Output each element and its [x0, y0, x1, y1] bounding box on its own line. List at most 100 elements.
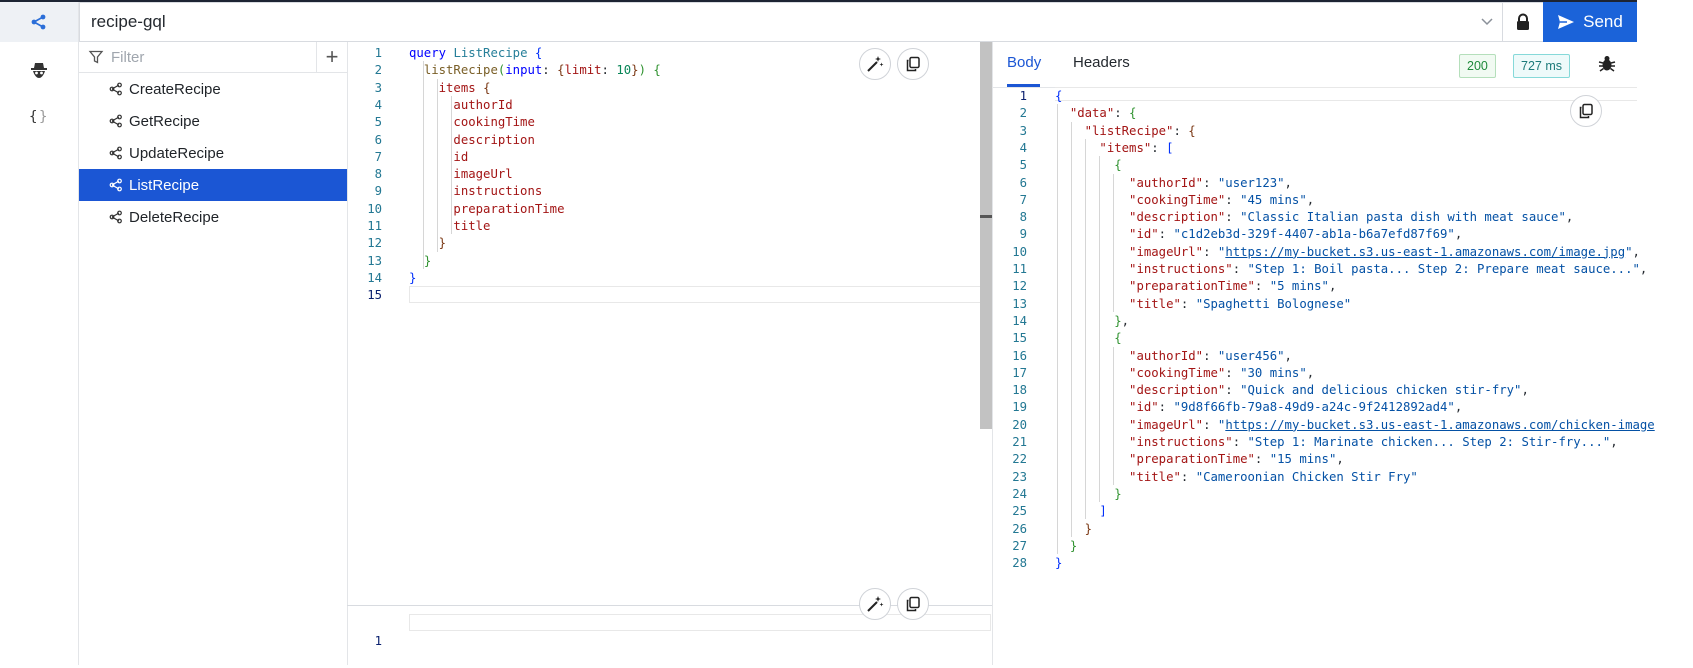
- line-number: 12: [367, 236, 382, 251]
- response-line[interactable]: 16 "authorId": "user456",: [993, 347, 1693, 365]
- response-line[interactable]: 3 "listRecipe": {: [993, 122, 1693, 140]
- operation-icon: [109, 210, 122, 224]
- code-line[interactable]: 7 id: [347, 148, 987, 166]
- code-line[interactable]: 11 title: [347, 217, 987, 235]
- response-line[interactable]: 28}: [993, 554, 1693, 572]
- magic-wand-icon: [867, 596, 884, 612]
- code-text: preparationTime: [453, 201, 565, 216]
- variables-line[interactable]: 1: [347, 614, 992, 648]
- operation-item-deleterecipe[interactable]: DeleteRecipe: [79, 201, 347, 233]
- json-text: }: [1084, 521, 1093, 536]
- json-text: }: [1069, 538, 1078, 553]
- editor-scrollbar[interactable]: [980, 42, 992, 429]
- response-line[interactable]: 8 "description": "Classic Italian pasta …: [993, 208, 1693, 226]
- variables-divider[interactable]: [347, 605, 992, 606]
- response-line[interactable]: 26 }: [993, 520, 1693, 538]
- operation-item-updaterecipe[interactable]: UpdateRecipe: [79, 137, 347, 169]
- indent-guide: [451, 95, 452, 235]
- response-line[interactable]: 25 ]: [993, 502, 1693, 520]
- operation-label: CreateRecipe: [129, 80, 221, 98]
- response-line[interactable]: 20 "imageUrl": "https://my-bucket.s3.us-…: [993, 416, 1693, 434]
- line-number: 25: [1012, 504, 1027, 519]
- operation-item-getrecipe[interactable]: GetRecipe: [79, 105, 347, 137]
- filter-input[interactable]: [109, 47, 313, 67]
- indent-guide: [1099, 156, 1100, 503]
- response-line[interactable]: 9 "id": "c1d2eb3d-329f-4407-ab1a-b6a7efd…: [993, 225, 1693, 243]
- braces-button[interactable]: { }: [0, 96, 78, 136]
- code-line[interactable]: 8 imageUrl: [347, 165, 987, 183]
- response-line[interactable]: 4 "items": [: [993, 139, 1693, 157]
- code-line[interactable]: 6 description: [347, 131, 987, 149]
- line-number: 11: [1012, 262, 1027, 276]
- response-line[interactable]: 11 "instructions": "Step 1: Boil pasta..…: [993, 260, 1693, 278]
- response-line[interactable]: 13 "title": "Spaghetti Bolognese": [993, 295, 1693, 313]
- line-number: 1: [1019, 89, 1027, 103]
- json-text: "title": "Cameroonian Chicken Stir Fry": [1129, 469, 1418, 484]
- prettify-button[interactable]: [859, 48, 891, 80]
- response-line[interactable]: 23 "title": "Cameroonian Chicken Stir Fr…: [993, 468, 1693, 486]
- response-line[interactable]: 10 "imageUrl": "https://my-bucket.s3.us-…: [993, 243, 1693, 261]
- response-line[interactable]: 7 "cookingTime": "45 mins",: [993, 191, 1693, 209]
- operation-item-listrecipe[interactable]: ListRecipe: [79, 169, 347, 201]
- line-number: 2: [374, 63, 382, 78]
- response-line[interactable]: 27 }: [993, 537, 1693, 555]
- line-number: 8: [1019, 210, 1027, 225]
- send-icon: [1558, 15, 1575, 29]
- response-line[interactable]: 5 {: [993, 156, 1693, 174]
- code-line[interactable]: 2 listRecipe(input: {limit: 10}) {: [347, 61, 987, 79]
- graphql-button[interactable]: [0, 2, 78, 42]
- code-line[interactable]: 12 }: [347, 234, 987, 252]
- lock-button[interactable]: [1503, 2, 1543, 42]
- code-line[interactable]: 5 cookingTime: [347, 113, 987, 131]
- operation-item-createrecipe[interactable]: CreateRecipe: [79, 73, 347, 105]
- debug-button[interactable]: [1598, 54, 1616, 75]
- code-line[interactable]: 3 items {: [347, 79, 987, 97]
- response-line[interactable]: 19 "id": "9d8f66fb-79a8-49d9-a24c-9f2412…: [993, 398, 1693, 416]
- line-number: 7: [374, 149, 382, 164]
- copy-query-button[interactable]: [897, 48, 929, 80]
- response-line[interactable]: 6 "authorId": "user123",: [993, 174, 1693, 192]
- code-text: title: [453, 219, 491, 233]
- code-line[interactable]: 10 preparationTime: [347, 200, 987, 218]
- line-number: 23: [1012, 469, 1027, 484]
- copy-response-button[interactable]: [1570, 95, 1602, 127]
- response-line[interactable]: 15 {: [993, 329, 1693, 347]
- response-line[interactable]: 12 "preparationTime": "5 mins",: [993, 277, 1693, 295]
- endpoint-bar: recipe-gql: [79, 2, 1503, 42]
- response-body[interactable]: 1{2 "data": {3 "listRecipe": {4 "items":…: [993, 87, 1655, 665]
- code-line[interactable]: 9 instructions: [347, 182, 987, 200]
- code-line[interactable]: 15: [347, 286, 987, 304]
- code-line[interactable]: 14}: [347, 269, 987, 287]
- response-line[interactable]: 14 },: [993, 312, 1693, 330]
- line-number: 24: [1012, 486, 1027, 501]
- tab-headers[interactable]: Headers: [1073, 54, 1130, 71]
- response-line[interactable]: 22 "preparationTime": "15 mins",: [993, 450, 1693, 468]
- prettify-variables-button[interactable]: [859, 588, 891, 620]
- response-line[interactable]: 2 "data": {: [993, 104, 1693, 122]
- elapsed-time-badge: 727 ms: [1513, 54, 1570, 78]
- operation-label: GetRecipe: [129, 112, 200, 130]
- line-number: 13: [1012, 296, 1027, 311]
- code-text: description: [453, 132, 535, 147]
- incognito-button[interactable]: [0, 50, 78, 90]
- send-button[interactable]: Send: [1543, 2, 1637, 42]
- response-line[interactable]: 17 "cookingTime": "30 mins",: [993, 364, 1693, 382]
- response-line[interactable]: 21 "instructions": "Step 1: Marinate chi…: [993, 433, 1693, 451]
- code-line[interactable]: 4 authorId: [347, 96, 987, 114]
- endpoint-select[interactable]: recipe-gql: [91, 12, 166, 31]
- filter-box: [79, 42, 317, 72]
- response-line[interactable]: 18 "description": "Quick and delicious c…: [993, 381, 1693, 399]
- operation-label: UpdateRecipe: [129, 144, 225, 162]
- response-line[interactable]: 1{: [993, 87, 1693, 105]
- response-tabs: Body Headers 200 727 ms: [993, 42, 1637, 88]
- response-line[interactable]: 24 }: [993, 485, 1693, 503]
- line-number: 3: [1019, 123, 1027, 138]
- code-line[interactable]: 13 }: [347, 252, 987, 270]
- endpoint-dropdown-button[interactable]: [1472, 2, 1503, 42]
- tab-body[interactable]: Body: [1007, 54, 1042, 71]
- add-operation-button[interactable]: +: [325, 44, 339, 69]
- copy-variables-button[interactable]: [897, 588, 929, 620]
